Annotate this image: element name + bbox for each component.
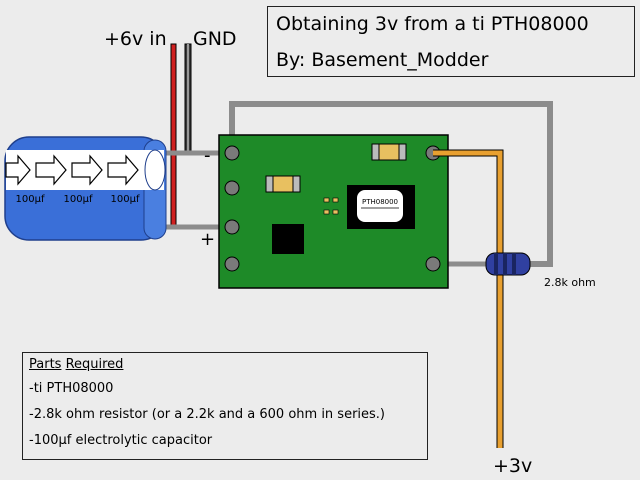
title-box: Obtaining 3v from a ti PTH08000 By: Base… <box>267 6 635 77</box>
parts-item: -ti PTH08000 <box>29 381 114 396</box>
smd-pad <box>332 197 339 203</box>
resistor-body <box>485 252 531 276</box>
resistor <box>485 252 531 276</box>
pin-adjust <box>425 256 441 272</box>
capacitor-bank <box>4 136 167 241</box>
polarity-arrow-icon <box>107 154 139 186</box>
parts-item: -2.8k ohm resistor (or a 2.2k and a 600 … <box>29 407 386 422</box>
resistor-band <box>494 253 498 275</box>
label-6v-in: +6v in <box>104 28 167 50</box>
parts-box: Parts Required -ti PTH08000 -2.8k ohm re… <box>22 352 428 460</box>
module-chip-text: PTH08000 <box>362 198 398 206</box>
smd-pad <box>323 209 330 215</box>
pin-minus <box>224 145 240 161</box>
resistor-band <box>512 253 516 275</box>
red-wire-6v <box>170 43 177 227</box>
polarity-arrow-icon <box>71 154 103 186</box>
pin-plus <box>224 219 240 235</box>
parts-heading-word: Required <box>65 357 124 372</box>
smd-pad <box>332 209 339 215</box>
parts-item: -100µf electrolytic capacitor <box>29 433 213 448</box>
module-chip-label <box>357 190 403 222</box>
polarity-arrow-icon <box>35 154 67 186</box>
gnd-wire-inner <box>187 44 189 151</box>
label-gnd: GND <box>193 28 237 50</box>
capacitor-label: 100µf <box>64 194 93 205</box>
label-resistor: 2.8k ohm <box>544 276 596 289</box>
author-text: By: Basement_Modder <box>276 49 489 71</box>
polarity-arrow-icon <box>5 154 31 186</box>
parts-heading: Parts Required <box>29 357 123 372</box>
smd-part-end <box>265 175 274 193</box>
label-minus: - <box>204 145 211 166</box>
resistor-band <box>503 253 507 275</box>
label-plus: + <box>200 229 216 250</box>
ic-chip <box>272 224 304 254</box>
capacitor-label: 100µf <box>16 194 45 205</box>
pin <box>224 180 240 196</box>
smd-part-end <box>371 143 380 161</box>
parts-heading-word: Parts <box>29 357 62 372</box>
smd-part-end <box>398 143 407 161</box>
capacitor-label: 100µf <box>111 194 140 205</box>
capacitor-stripe-end <box>144 149 166 191</box>
label-3v-out: +3v <box>493 455 533 477</box>
pth08000-module: PTH08000 <box>218 134 449 289</box>
smd-part-end <box>292 175 301 193</box>
output-wire-orange-inner <box>433 150 503 448</box>
gray-wire-loop <box>229 101 553 267</box>
smd-pad <box>323 197 330 203</box>
pin <box>224 256 240 272</box>
title-text: Obtaining 3v from a ti PTH08000 <box>276 13 589 35</box>
